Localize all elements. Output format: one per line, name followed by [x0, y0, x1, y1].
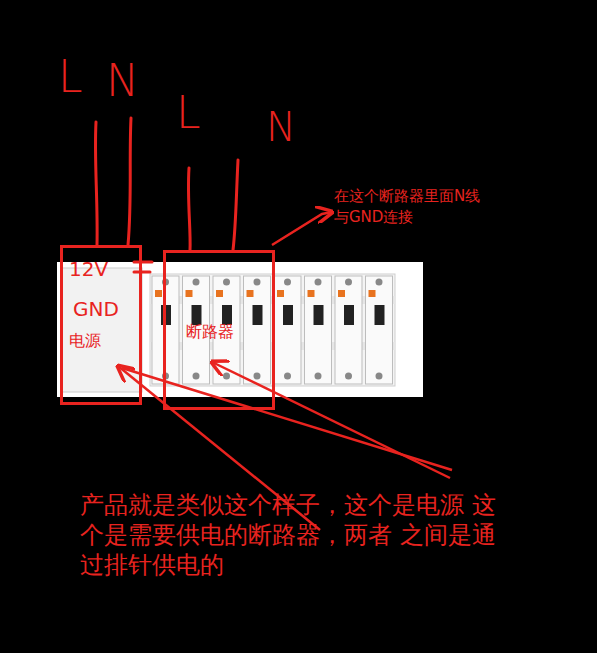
phase-wire-label: L: [58, 52, 83, 103]
breaker-module: [305, 276, 332, 384]
note-text: 在这个断路器里面N线与GND连接: [334, 186, 490, 228]
phase-wire-label: L: [176, 88, 201, 139]
power-voltage: 12V: [69, 258, 108, 281]
breaker-module: [244, 276, 271, 384]
neutral-wire-label: N: [106, 56, 139, 107]
breaker-module: [335, 276, 362, 384]
breaker-box: 断路器: [163, 250, 275, 410]
power-module-box: 12V GND 电源: [60, 245, 142, 405]
caption-note: 产品就是类似这个样子，这个是电源 这个是需要供电的断路器，两者 之间是通过排针供…: [80, 490, 500, 580]
breaker-module: [274, 276, 301, 384]
breaker-module: [366, 276, 393, 384]
neutral-wire-label: N: [266, 104, 296, 150]
ground-pin: GND: [73, 298, 119, 321]
leaders: [118, 212, 452, 530]
breaker-label: 断路器: [186, 323, 234, 341]
power-label: 电源: [69, 332, 101, 350]
wires: [95, 118, 238, 272]
